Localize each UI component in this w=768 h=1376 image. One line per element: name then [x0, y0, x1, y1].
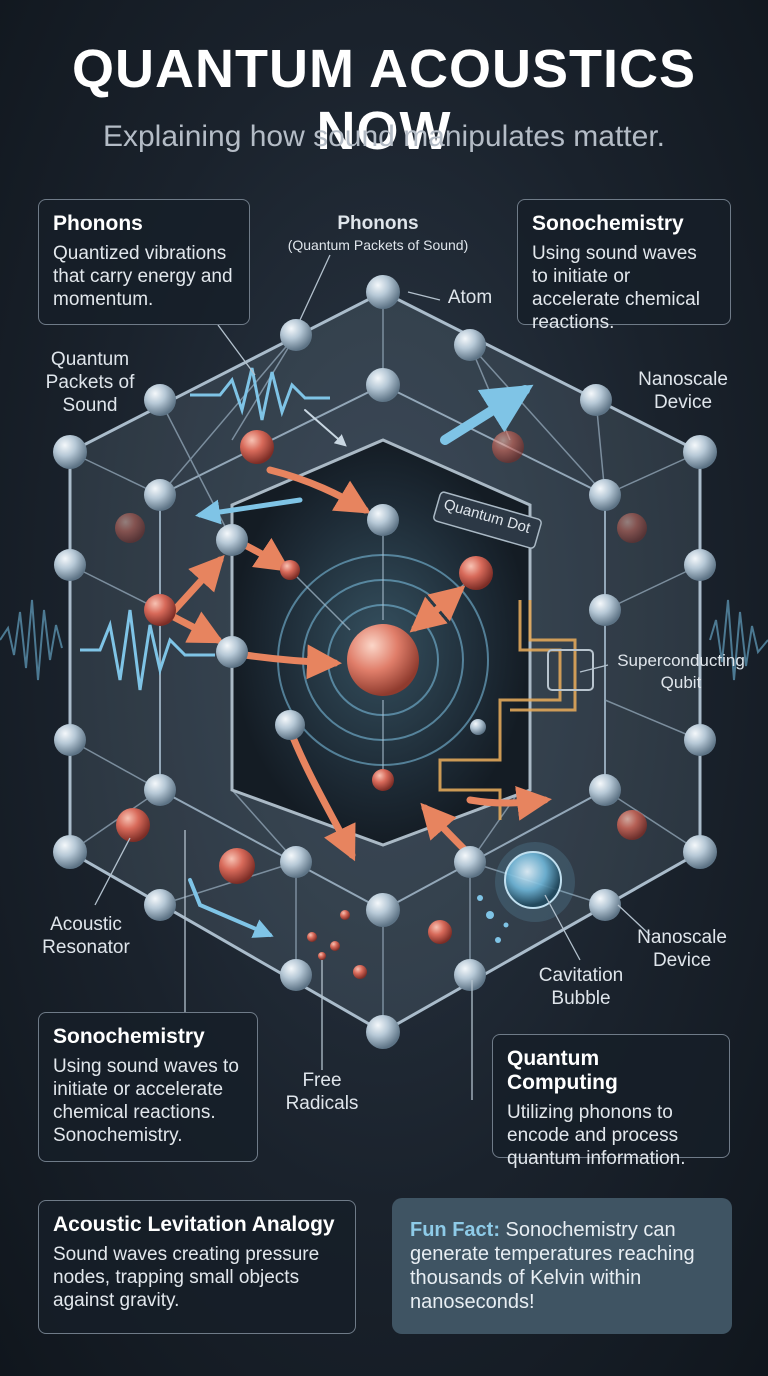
lattice-atoms	[53, 275, 717, 1049]
free-radicals-label: Free Radicals	[285, 1070, 359, 1114]
sonochemistry-top-body: Using sound waves to initiate or acceler…	[532, 243, 700, 333]
atom-label: Atom	[447, 287, 493, 308]
nanoscale-device-bottom-label: Nanoscale Device	[637, 927, 727, 971]
excited-atoms	[115, 430, 647, 884]
acoustic-levitation-callout: Acoustic Levitation Analogy Sound waves …	[38, 1200, 356, 1334]
sonochemistry-top-title: Sonochemistry	[532, 212, 684, 235]
fun-fact-text: Sonochemistry can generate temperatures …	[410, 1219, 695, 1313]
callout-leader-lines	[94, 254, 651, 1100]
sonochemistry-bottom-title: Sonochemistry	[53, 1025, 205, 1048]
sonochemistry-bottom-body: Using sound waves to initiate or acceler…	[53, 1056, 239, 1146]
page-subtitle: Explaining how sound manipulates matter.	[102, 120, 665, 153]
free-radicals	[307, 910, 452, 979]
cavitation-bubble-label: Cavitation Bubble	[538, 965, 624, 1009]
phonon-flow-arrows	[166, 384, 552, 938]
acoustic-levitation-body: Sound waves creating pressure nodes, tra…	[53, 1244, 320, 1311]
quantum-dot-core	[347, 624, 419, 696]
page-title: QUANTUM ACOUSTICS NOW	[72, 39, 696, 161]
phonon-wave-packet-left	[80, 609, 215, 691]
cavitation-bubble	[477, 842, 575, 943]
phonons-callout: Phonons Quantized vibrations that carry …	[38, 199, 250, 325]
phonon-wave-packet-top	[190, 367, 330, 421]
quantum-computing-body: Utilizing phonons to encode and process …	[507, 1102, 686, 1169]
superconducting-qubit-circuit	[438, 600, 594, 820]
acoustic-levitation-title: Acoustic Levitation Analogy	[53, 1213, 335, 1236]
nanoscale-device-top-label: Nanoscale Device	[638, 369, 728, 413]
superconducting-qubit-label: Superconducting Qubit	[617, 651, 745, 692]
quantum-computing-title: Quantum Computing	[507, 1047, 618, 1094]
phonons-label: Phonons	[337, 213, 419, 234]
sonochemistry-bottom-callout: Sonochemistry Using sound waves to initi…	[38, 1012, 258, 1162]
fun-fact-panel: Fun Fact: Sonochemistry can generate tem…	[392, 1198, 732, 1334]
quantum-dot-label-box	[433, 491, 542, 549]
left-sound-wave	[0, 599, 63, 681]
sonochemistry-top-callout: Sonochemistry Using sound waves to initi…	[517, 199, 731, 333]
quantum-computing-callout: Quantum Computing Utilizing phonons to e…	[492, 1034, 730, 1169]
fun-fact-lead: Fun Fact:	[410, 1219, 500, 1241]
acoustic-resonator-label: Acoustic Resonator	[42, 914, 130, 958]
quantum-packets-label: Quantum Packets of Sound	[45, 349, 135, 416]
phonons-sub-label: (Quantum Packets of Sound)	[287, 237, 469, 253]
phonons-callout-title: Phonons	[53, 212, 143, 235]
phonons-callout-body: Quantized vibrations that carry energy a…	[53, 243, 233, 310]
right-sound-wave	[709, 599, 768, 681]
